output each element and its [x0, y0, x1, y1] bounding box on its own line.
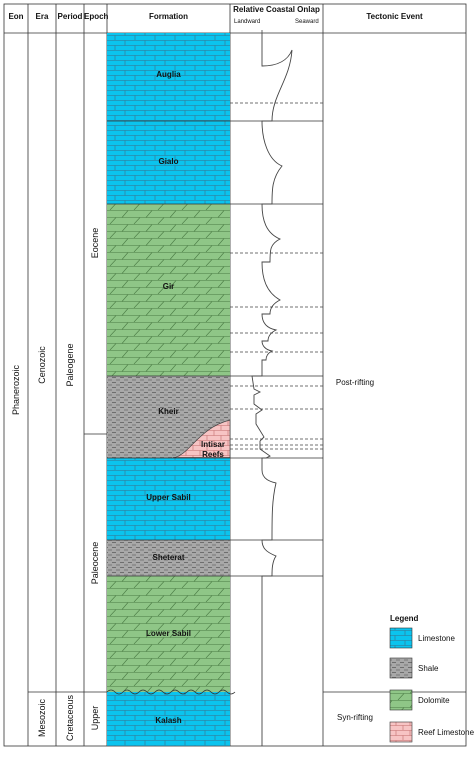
formation-auglia: Auglia: [156, 70, 181, 79]
formation-sheterat: Sheterat: [152, 553, 185, 562]
header-eon: Eon: [8, 12, 24, 21]
epoch-upper: Upper: [90, 705, 100, 731]
legend-swatch-shale: [389, 657, 413, 679]
formation-gir: Gir: [162, 282, 175, 291]
formation-kheir: Kheir: [158, 407, 179, 416]
header-period: Period: [57, 12, 83, 21]
formation-upper-sabil: Upper Sabil: [146, 493, 191, 502]
formation-fill-lower-sabil: [107, 576, 230, 692]
formation-fill-auglia-gialo: [107, 33, 230, 204]
header-onlap: Relative Coastal Onlap: [233, 5, 320, 14]
era-cenozoic: Cenozoic: [37, 346, 47, 384]
formation-kalash: Kalash: [155, 716, 182, 725]
formation-fill-kalash: [107, 692, 230, 746]
header-seaward: Seaward: [295, 19, 319, 25]
epoch-eocene: Eocene: [90, 227, 100, 259]
formation-lower-sabil: Lower Sabil: [146, 629, 191, 638]
stratigraphic-chart: [3, 3, 467, 747]
reef-label-line2: Reefs: [202, 450, 224, 459]
legend-label-dolomite: Dolomite: [418, 696, 450, 705]
legend-swatch-limestone: [389, 627, 413, 649]
reef-label-line1: Intisar: [200, 440, 225, 449]
legend-label-shale: Shale: [418, 664, 439, 673]
formation-gialo: Gialo: [158, 157, 179, 166]
formation-fill-gir: [107, 204, 230, 376]
header-era: Era: [35, 12, 49, 21]
legend-swatch-dolomite: [389, 689, 413, 711]
reef-fill: [172, 419, 231, 459]
formation-fill-sheterat: [107, 540, 230, 576]
epoch-paleocene: Paleocene: [90, 541, 100, 585]
period-cretaceous: Cretaceous: [65, 694, 75, 742]
legend-label-reef-limestone: Reef Limestone: [418, 728, 474, 737]
header-landward: Landward: [234, 19, 261, 25]
legend-swatch-reef-limestone: [389, 721, 413, 743]
eon-phanerozoic: Phanerozoic: [11, 364, 21, 416]
tectonic-syn-rifting: Syn-rifting: [336, 713, 373, 722]
era-mesozoic: Mesozoic: [37, 699, 47, 738]
header-formation: Formation: [148, 12, 189, 21]
reef-label: Intisar Reefs: [196, 440, 230, 460]
tectonic-post-rifting: Post-rifting: [335, 378, 375, 387]
period-paleogene: Paleogene: [65, 343, 75, 387]
header-epoch: Epoch: [84, 12, 109, 21]
header-tectonic: Tectonic Event: [366, 12, 423, 21]
legend-label-limestone: Limestone: [418, 634, 455, 643]
legend-title: Legend: [390, 614, 419, 623]
formation-fill-upper-sabil: [107, 458, 230, 540]
